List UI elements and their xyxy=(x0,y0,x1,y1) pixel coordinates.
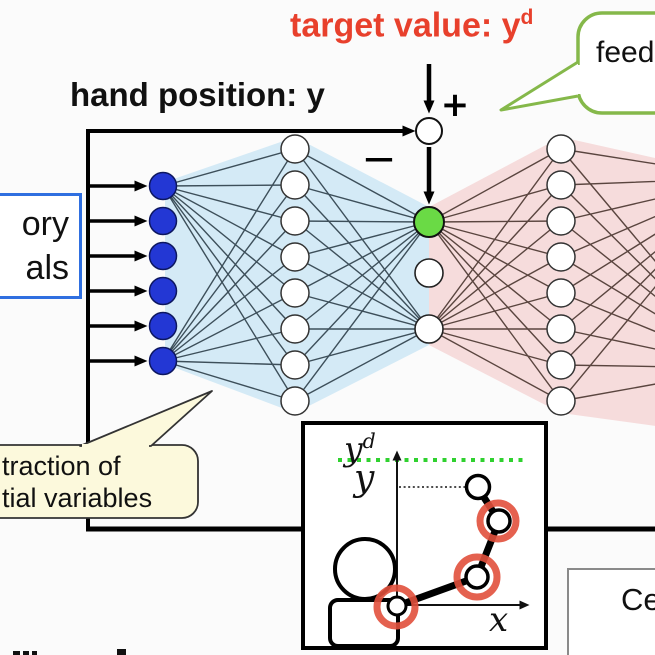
y-desired-label: yd xyxy=(344,429,376,468)
clipped-text-fragment xyxy=(13,649,126,655)
minus-sign: − xyxy=(361,133,397,183)
hand-position-label: hand position: y xyxy=(70,76,325,113)
arm-inset xyxy=(301,421,548,650)
plus-sign: + xyxy=(440,85,470,125)
hidden-right-nodes xyxy=(546,134,576,416)
target-value-text: target value: y xyxy=(290,6,521,45)
feedback-speech-bubble xyxy=(499,11,655,115)
x-axis-label: x xyxy=(489,600,509,640)
decoder-region xyxy=(429,137,655,426)
y-axis-label: y xyxy=(354,458,375,499)
encoder-edges xyxy=(162,148,430,402)
decoder-edges xyxy=(428,148,655,402)
joint-rings xyxy=(373,499,520,630)
extraction-speech-bubble xyxy=(0,390,213,519)
sensory-line2: als xyxy=(25,249,69,287)
feedback-bubble-text: feed xyxy=(596,36,655,69)
sensory-line1: ory xyxy=(21,204,69,243)
comparator-node xyxy=(415,117,443,145)
cerebellum-box: Ce xyxy=(567,568,655,655)
target-value-label: target value: yd xyxy=(290,6,533,45)
y-desired-superscript: d xyxy=(362,429,376,453)
sensory-signals-box: ory als xyxy=(0,193,82,299)
target-value-superscript: d xyxy=(520,6,534,29)
input-layer-nodes xyxy=(148,171,178,376)
extraction-bubble-line1: traction of xyxy=(2,451,121,481)
bottleneck-nodes xyxy=(413,206,445,344)
extraction-bubble-line2: tial variables xyxy=(2,483,153,513)
cerebellum-label: Ce xyxy=(621,582,655,617)
y-desired-base: y xyxy=(344,429,363,468)
sensory-input-arrows xyxy=(90,180,148,367)
hand-endpoint xyxy=(464,473,492,501)
hidden-left-nodes xyxy=(280,134,310,416)
bottleneck-green-node xyxy=(413,206,445,238)
joints xyxy=(386,473,512,617)
